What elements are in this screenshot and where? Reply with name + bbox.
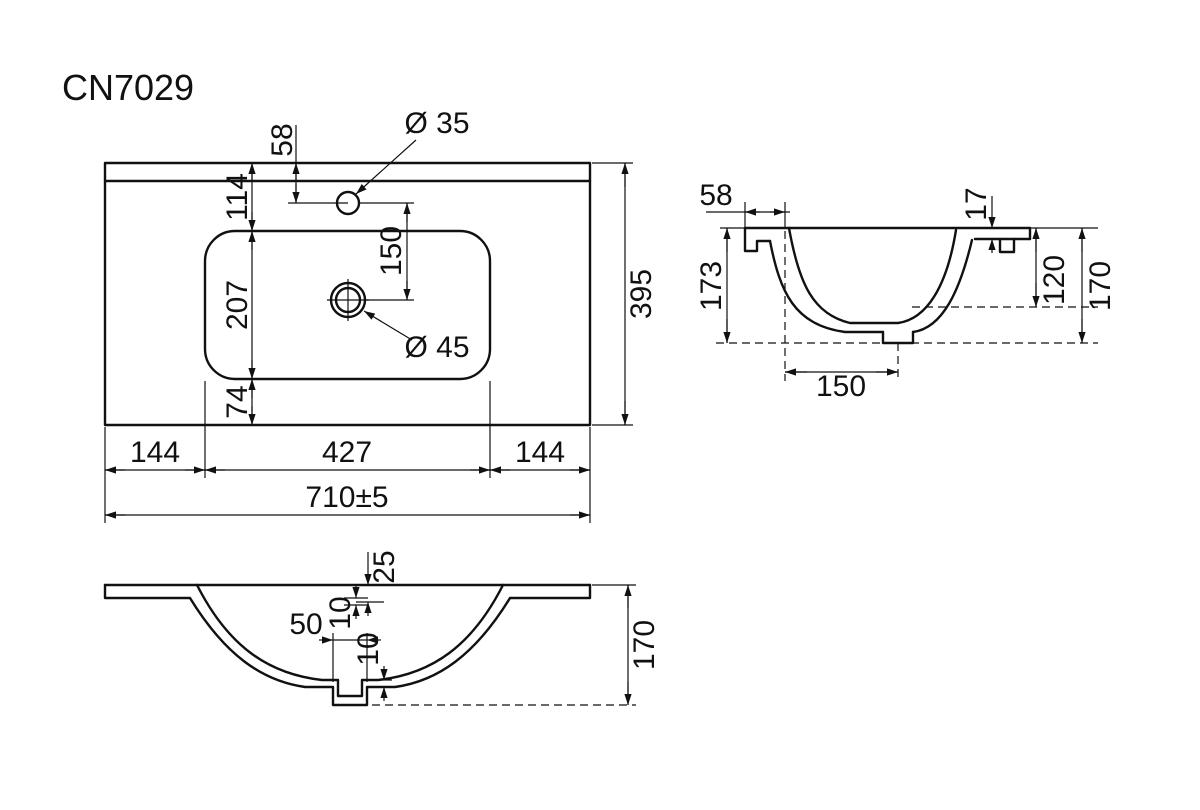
plan-view: 58 Ø 35 114 207 74 150: [103, 107, 658, 523]
dim-faucet-diameter: Ø 35: [355, 107, 470, 195]
dim-faucet-offset: 58: [266, 123, 348, 204]
dim-text: 25: [368, 550, 401, 583]
deck-line: [743, 226, 1032, 241]
dim-text: 395: [625, 269, 658, 319]
dim-back-height: 170: [1078, 228, 1117, 343]
front-rim: [743, 226, 772, 253]
drain-centerlines: [327, 279, 369, 321]
dim-text: 173: [695, 261, 728, 311]
dim-text: 74: [221, 385, 254, 418]
dim-text: 10: [324, 596, 357, 629]
dim-rim-thickness: 17: [960, 187, 996, 253]
front-section-view: 25 10 50 10 170: [103, 550, 661, 707]
dim-front-height: 173: [695, 227, 745, 343]
dim-drain-step: 10: [324, 584, 368, 630]
dim-drain-offset: 150: [785, 368, 898, 403]
bowl-inner-wall: [787, 226, 958, 325]
countertop-outline: [103, 161, 592, 427]
dim-bottom-chain: 144 427 144: [104, 381, 591, 523]
dim-total-height: 170: [592, 584, 661, 705]
basin-outline: [203, 229, 492, 381]
dim-text: 144: [515, 436, 565, 469]
dim-text: 114: [221, 173, 254, 221]
dim-left-chain: 114 207 74: [221, 163, 256, 425]
dim-text: 17: [960, 187, 993, 220]
dim-rim-height: 25: [356, 550, 401, 616]
dim-text: 58: [266, 123, 299, 156]
dim-bottom-thickness: 10: [352, 632, 392, 701]
bowl-outer-wall: [768, 238, 974, 334]
dim-text: Ø 45: [404, 331, 469, 364]
dim-side-front-offset: 58: [699, 179, 790, 228]
dim-text: 207: [221, 280, 254, 330]
dim-text: 10: [352, 632, 385, 665]
dim-text: 58: [699, 179, 732, 212]
dim-text: Ø 35: [404, 107, 469, 140]
dim-drain-diameter: Ø 45: [363, 310, 470, 364]
dim-text: 50: [289, 608, 322, 641]
dim-text: 170: [628, 620, 661, 670]
dim-faucet-to-drain: 150: [360, 202, 414, 301]
dim-text: 150: [816, 370, 866, 403]
dim-depth: 395: [592, 162, 658, 426]
dim-inner-depth: 120: [1030, 227, 1098, 307]
dim-total-width: 710±5: [105, 481, 590, 519]
front-inner-profile: [195, 583, 505, 698]
drain-trap: [881, 330, 915, 345]
dim-text: 144: [130, 436, 180, 469]
back-tab: [998, 237, 1016, 254]
dim-text: 710±5: [305, 481, 388, 514]
dim-text: 427: [322, 436, 372, 469]
model-label: CN7029: [62, 67, 194, 108]
side-section-view: 58 17 173 120 170: [695, 179, 1117, 403]
front-outer-profile: [103, 583, 592, 707]
dim-drain-width: 50: [289, 608, 381, 682]
dim-text: 170: [1084, 261, 1117, 311]
dim-text: 150: [375, 226, 408, 276]
dim-text: 120: [1038, 255, 1071, 305]
